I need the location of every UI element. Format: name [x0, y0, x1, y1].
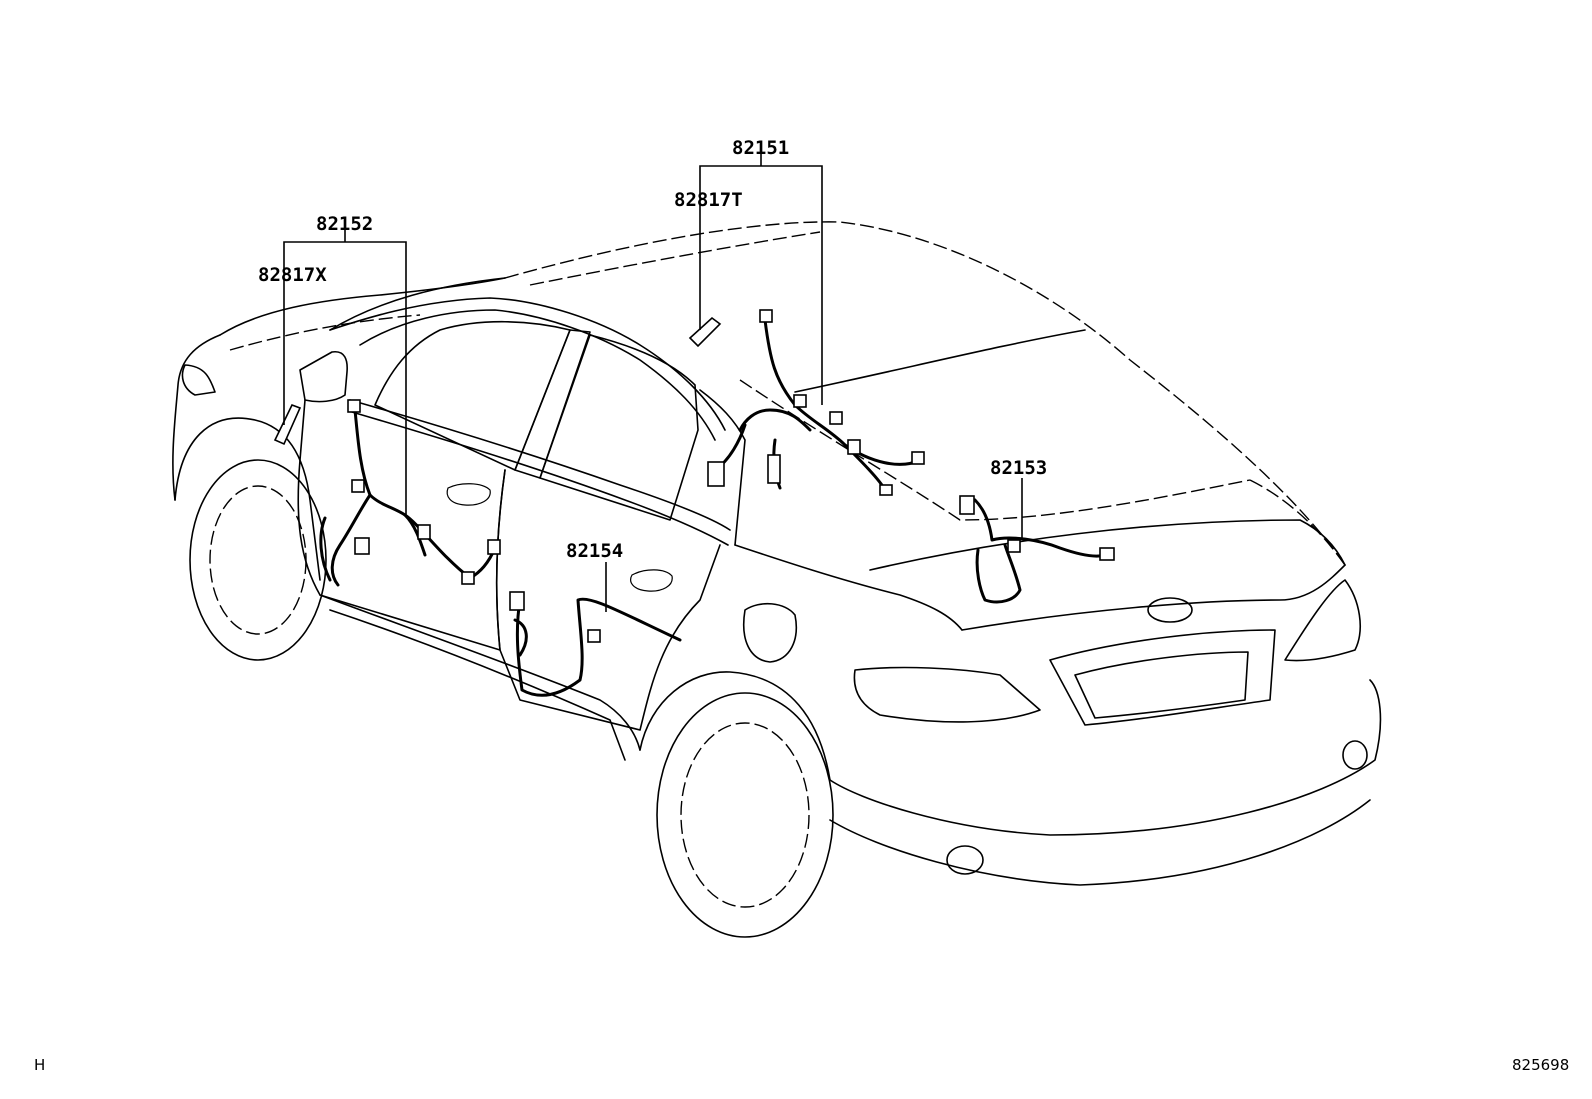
belt-line-2 — [351, 411, 729, 546]
roof-rear-glass-edge — [794, 329, 1086, 393]
connector — [767, 454, 781, 484]
connector — [587, 629, 601, 643]
a-pillar — [329, 297, 726, 431]
left-fog-light — [946, 845, 984, 875]
connector — [347, 399, 361, 413]
part-82817X-clip — [273, 403, 302, 446]
connector — [354, 537, 370, 555]
connector — [911, 451, 925, 465]
connector — [417, 524, 431, 540]
harness-82151-wires — [688, 309, 925, 496]
connector — [461, 571, 475, 585]
roof-line-inner — [529, 231, 821, 286]
hood-inner-line — [229, 314, 421, 351]
connector-82817T — [688, 316, 722, 348]
rear-door-window — [539, 334, 699, 521]
a-pillar-inner — [359, 309, 716, 441]
belt-line — [349, 399, 731, 531]
callout-labels: 82151 82817T 82152 82817X 82153 82154 — [258, 137, 1047, 562]
front-door-window — [374, 320, 571, 471]
connector — [759, 309, 773, 323]
front-wheel-tire — [189, 459, 327, 661]
rear-emblem — [1147, 597, 1193, 623]
roof-front-edge — [329, 277, 506, 331]
connector — [707, 461, 725, 487]
rear-bumper — [829, 679, 1382, 836]
connector — [509, 591, 525, 611]
left-tail-light — [853, 666, 1041, 723]
rocker-panel — [319, 594, 641, 751]
connector — [829, 411, 843, 425]
trunk-hidden-line — [1249, 479, 1346, 566]
connector — [847, 439, 861, 455]
roof-line — [504, 221, 1346, 566]
harness-82152-wires — [319, 399, 501, 587]
harness-82153-wires — [959, 495, 1115, 604]
harness-82154-wires — [509, 591, 682, 697]
rear-wheel-arch — [639, 671, 831, 781]
rear-quarter-panel — [734, 544, 963, 631]
connector — [487, 539, 501, 555]
connector — [879, 484, 893, 496]
license-plate — [1074, 651, 1249, 719]
leader-lines — [283, 152, 1023, 612]
label-82817X: 82817X — [258, 264, 327, 286]
label-82154: 82154 — [566, 540, 623, 562]
trunk-lid — [869, 519, 1346, 571]
headlight — [181, 364, 216, 396]
rear-door-handle — [630, 569, 673, 592]
label-82151: 82151 — [732, 137, 789, 159]
connector — [351, 479, 365, 493]
floor-hidden-line — [739, 379, 1251, 521]
rear-bumper-lower — [829, 799, 1371, 886]
front-bumper — [172, 334, 221, 501]
right-fog-light — [1342, 740, 1368, 770]
rear-wheel-rim — [680, 722, 810, 908]
c-pillar — [699, 389, 746, 546]
corner-mark-left: H — [34, 1056, 45, 1074]
diagram-number: 825698 — [1512, 1056, 1569, 1074]
connector — [1007, 539, 1021, 553]
connector — [1099, 547, 1115, 561]
rear-wheel-tire — [656, 692, 834, 938]
connector — [793, 394, 807, 408]
front-wheel-rim — [209, 485, 307, 635]
trunk-top — [961, 564, 1346, 631]
front-fender — [174, 417, 321, 581]
side-mirror — [299, 350, 348, 403]
label-82153: 82153 — [990, 457, 1047, 479]
label-82817T: 82817T — [674, 189, 743, 211]
license-plate-recess — [1049, 629, 1276, 726]
front-door-handle — [446, 483, 491, 506]
b-pillar — [514, 329, 591, 479]
car-body-outline — [172, 221, 1382, 938]
label-82152: 82152 — [316, 213, 373, 235]
right-tail-light — [1284, 579, 1361, 662]
hood-line — [219, 277, 506, 336]
connector — [959, 495, 975, 515]
fuel-door — [743, 602, 797, 663]
rocker-panel-lower — [329, 609, 626, 761]
